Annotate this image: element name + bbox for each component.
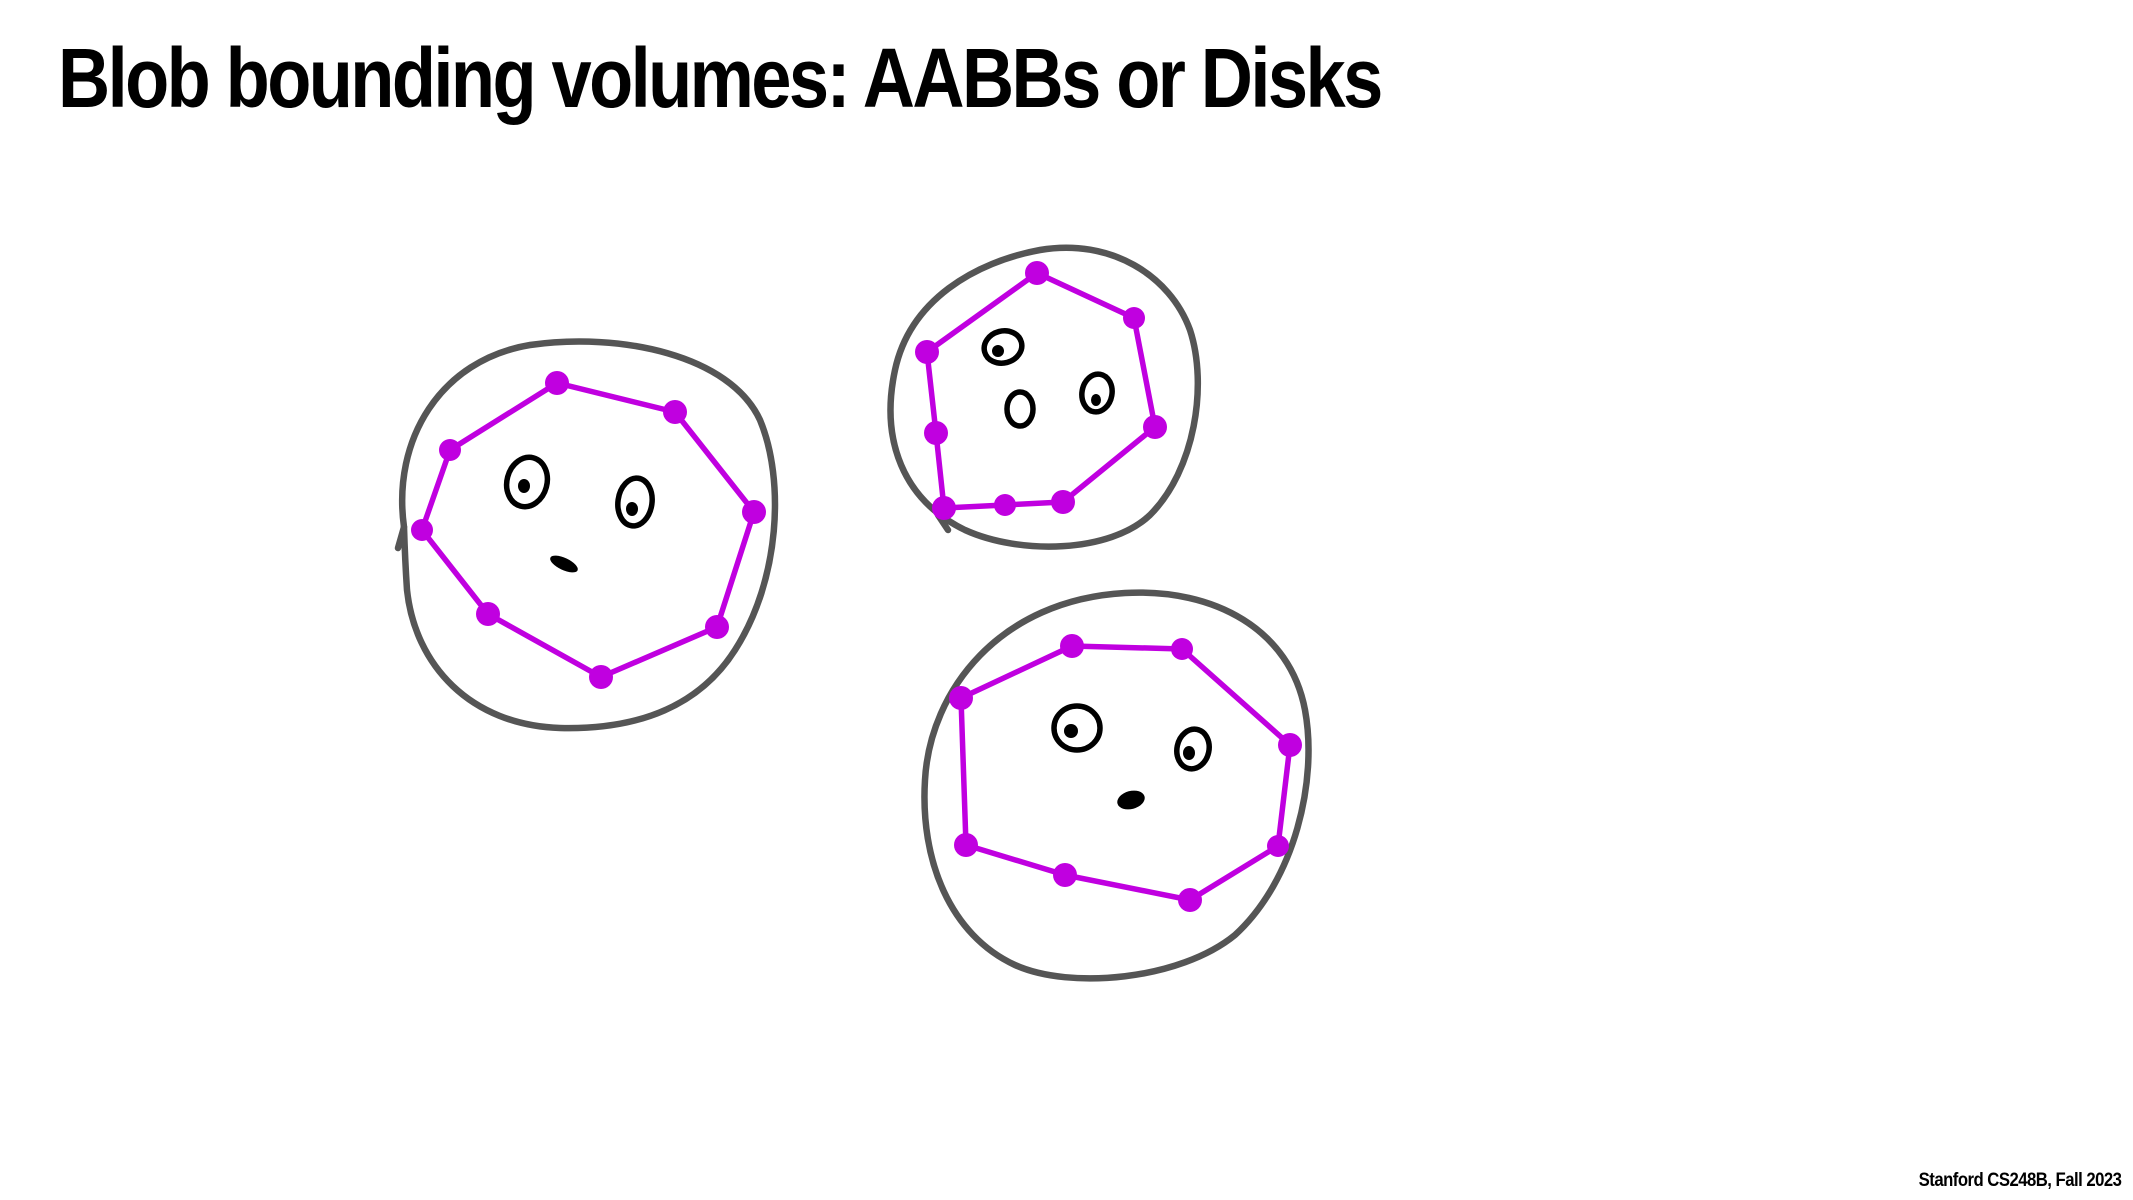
hull-vertex: [1178, 888, 1202, 912]
hull-vertex: [932, 496, 956, 520]
hull-vertex: [1143, 415, 1167, 439]
eye-ring: [981, 328, 1025, 366]
blob-group-top: [887, 244, 1202, 550]
hull-vertex: [1025, 261, 1049, 285]
slide-title: Blob bounding volumes: AABBs or Disks: [58, 31, 1383, 125]
bounding-disk-left-tail: [394, 523, 408, 552]
eye-pupil: [992, 345, 1004, 357]
eye-ring: [1174, 726, 1212, 772]
eye-ring: [1051, 703, 1103, 753]
hull-vertex: [1051, 490, 1075, 514]
blob-face-bottom: [1051, 703, 1212, 810]
hull-vertex: [663, 400, 687, 424]
nose-mark: [550, 555, 578, 573]
eye-ring: [615, 475, 655, 529]
eye-pupil: [1091, 394, 1101, 406]
hull-vertices-bottom: [949, 634, 1302, 912]
hull-vertex: [411, 519, 433, 541]
slide-footer: Stanford CS248B, Fall 2023: [1918, 1170, 2121, 1191]
eye-ring: [1079, 371, 1115, 415]
eye-pupil: [518, 479, 530, 493]
hull-vertex: [1171, 638, 1193, 660]
bounding-disk-top: [887, 244, 1202, 550]
hull-vertex: [994, 494, 1016, 516]
blob-face-left: [503, 454, 655, 573]
hull-vertices-left: [411, 371, 766, 689]
hull-vertex: [949, 686, 973, 710]
blob-group-bottom: [921, 589, 1312, 982]
hull-polygon-left: [419, 380, 757, 680]
hull-vertex: [1060, 634, 1084, 658]
hull-vertex: [1053, 863, 1077, 887]
eye-pupil: [1183, 746, 1195, 760]
eye-ring: [1004, 389, 1036, 429]
hull-vertex: [742, 500, 766, 524]
hull-vertex: [476, 602, 500, 626]
blob-group-left: [394, 338, 779, 732]
blob-face-top: [981, 328, 1115, 429]
hull-vertex: [1278, 733, 1302, 757]
hull-polygon-top: [924, 270, 1158, 511]
hull-vertex: [915, 340, 939, 364]
eye-pupil: [1064, 724, 1078, 738]
hull-vertex: [924, 421, 948, 445]
hull-vertex: [705, 615, 729, 639]
hull-polygon-bottom: [958, 643, 1293, 903]
hull-vertex: [954, 833, 978, 857]
hull-vertex: [589, 665, 613, 689]
nose-mark: [1117, 790, 1145, 810]
hull-vertex: [1123, 307, 1145, 329]
hull-vertices-top: [915, 261, 1167, 520]
hull-vertex: [1267, 835, 1289, 857]
bounding-disk-bottom: [921, 589, 1312, 982]
bounding-disk-left: [398, 338, 779, 732]
eye-pupil: [626, 502, 638, 516]
hull-vertex: [545, 371, 569, 395]
eye-ring: [503, 454, 551, 510]
hull-vertex: [439, 439, 461, 461]
